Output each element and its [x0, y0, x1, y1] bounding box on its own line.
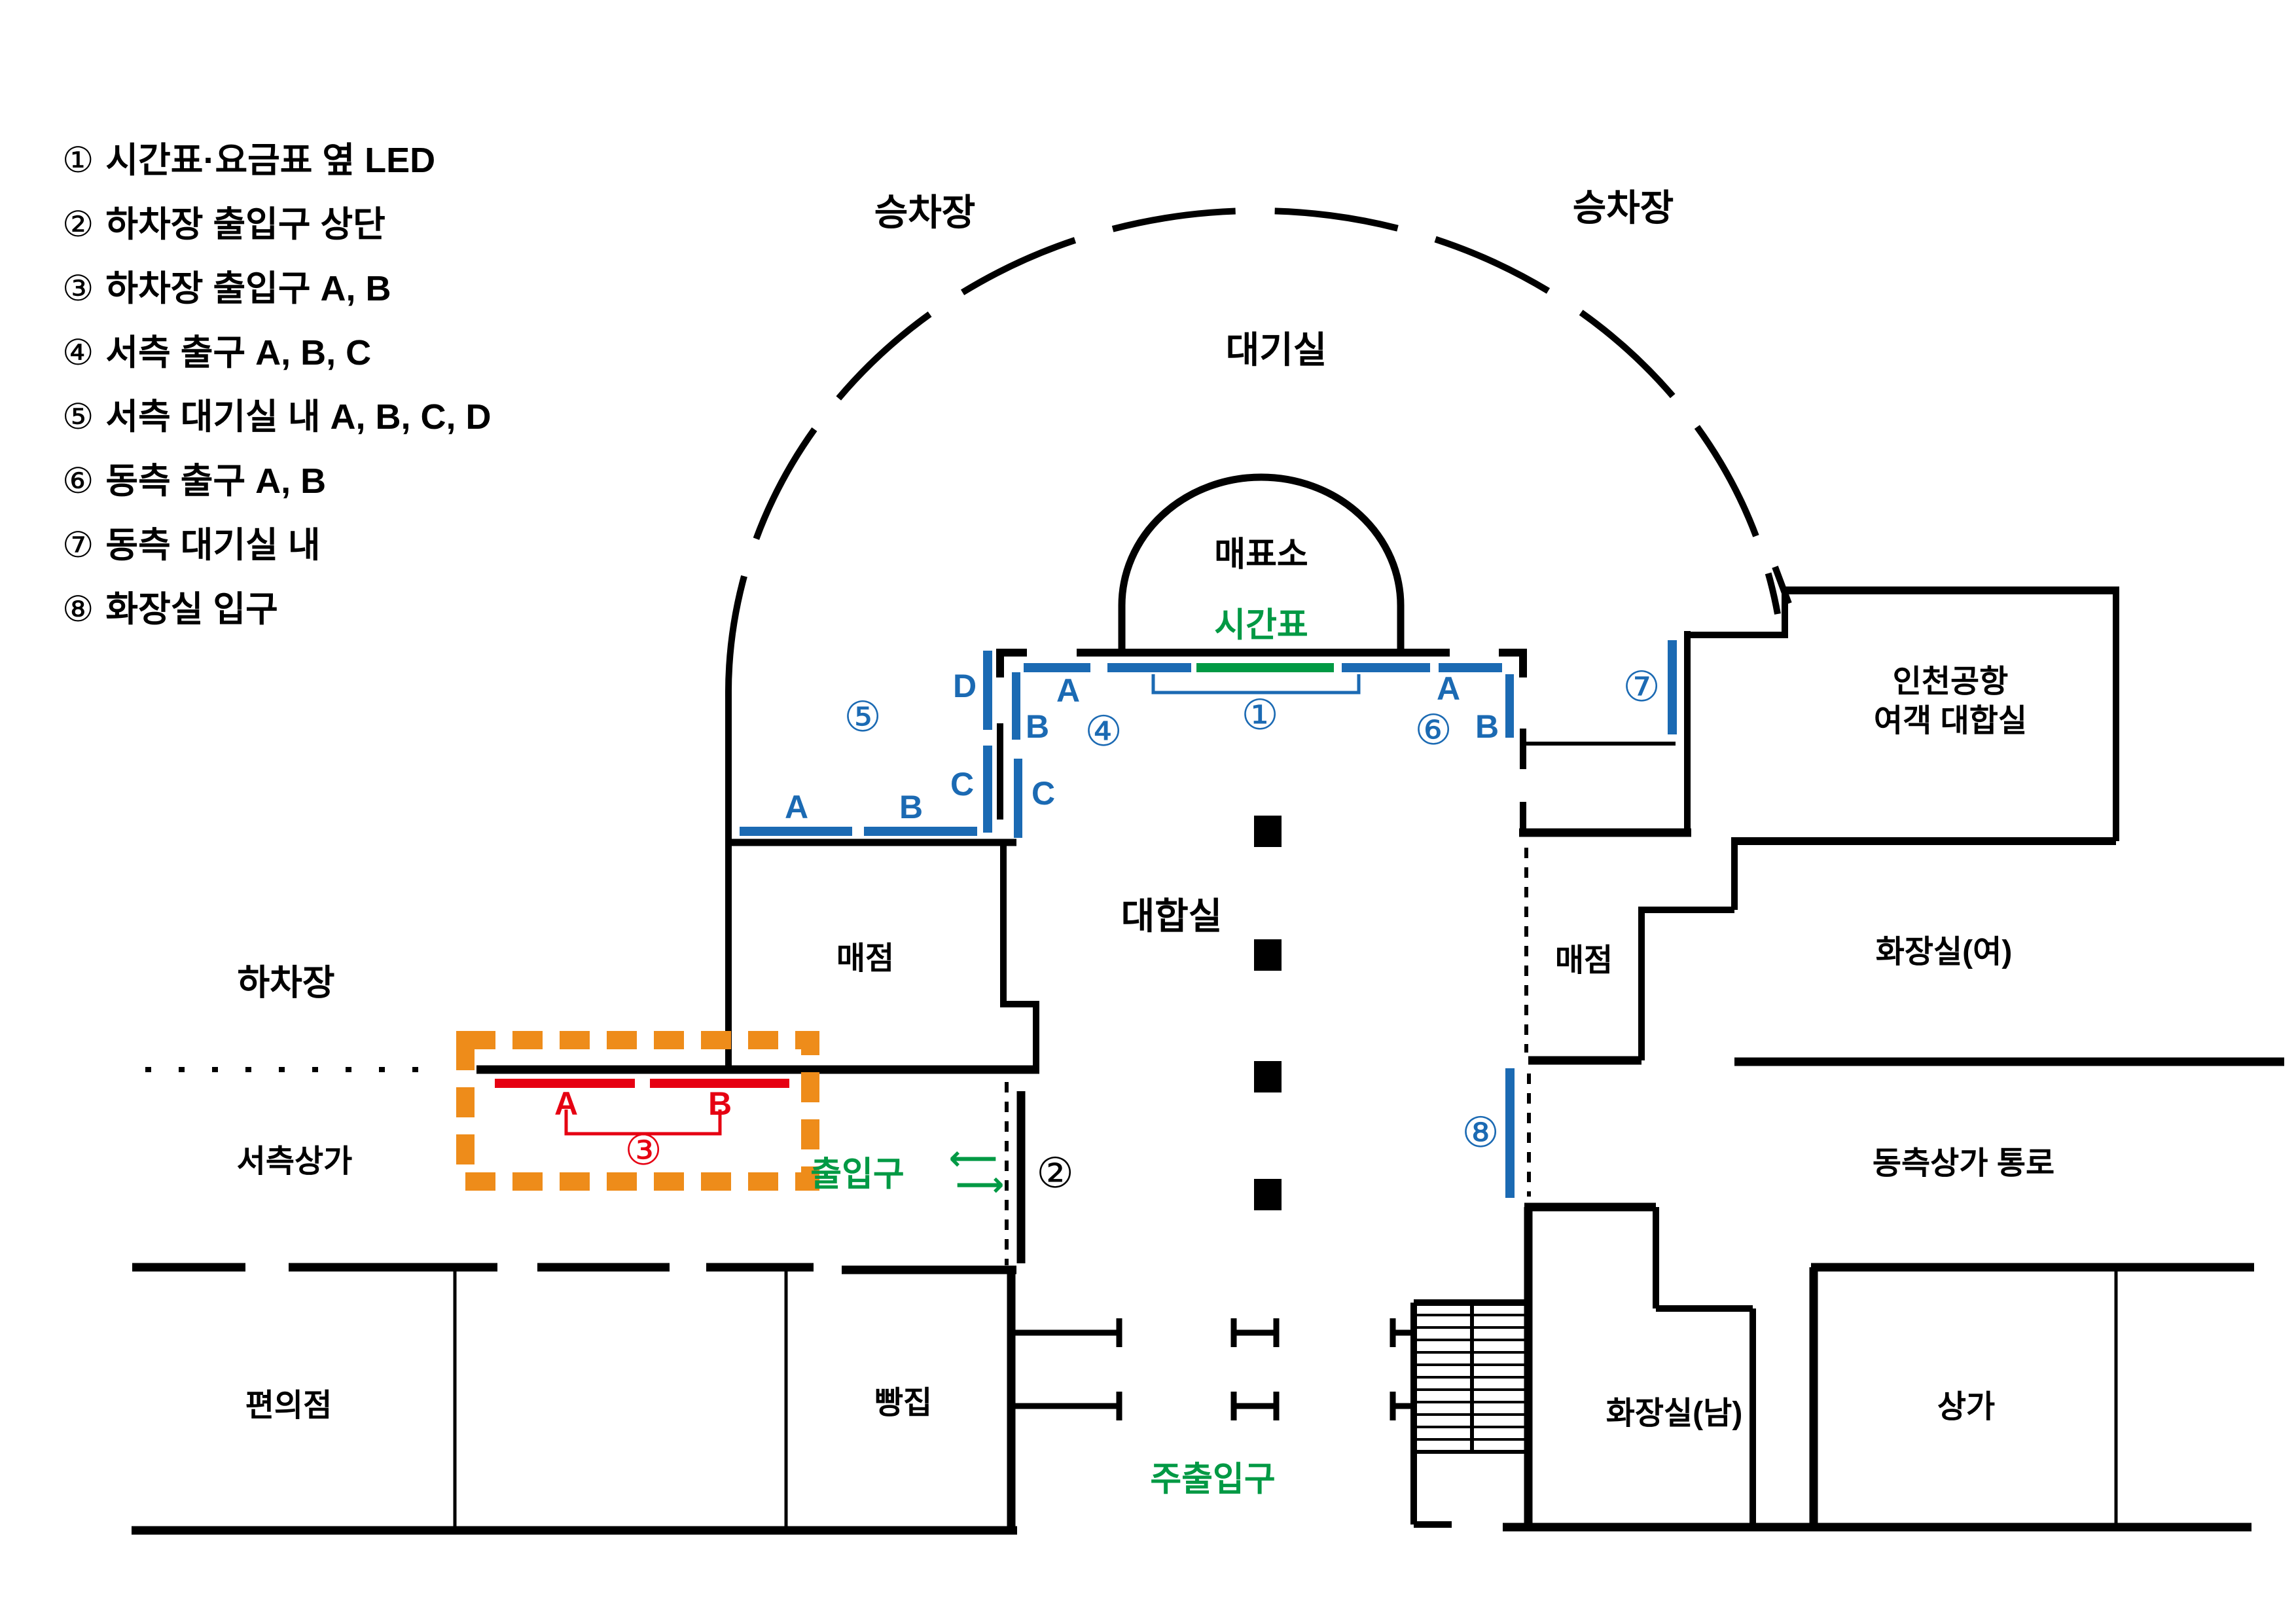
- dropoff-highlight-box: [456, 1031, 819, 1191]
- plan-marker-2: ②: [1036, 1149, 1074, 1198]
- area-kiosk-west: 매점: [836, 941, 895, 976]
- legend-item-3: ③ 하차장 출입구 A, B: [62, 259, 391, 311]
- plan-marker-6: ⑥: [1414, 706, 1452, 755]
- area-ticket-office: 매표소: [1214, 535, 1308, 574]
- area-east-corridor: 동측상가 통로: [1872, 1146, 2055, 1181]
- ticket-office-dome: [1118, 473, 1405, 652]
- letter-west-in-a: A: [784, 789, 809, 825]
- dropoff-a-led-bar: [495, 1079, 635, 1088]
- letter-east-exit-b: B: [1475, 708, 1499, 745]
- letter-dropoff-a: A: [554, 1085, 579, 1122]
- legend-num-1: ①: [62, 139, 94, 181]
- letter-west-in-c: C: [950, 766, 975, 803]
- marker1-bracket: [1151, 674, 1361, 695]
- plan-marker-4: ④: [1085, 708, 1122, 756]
- area-incheon-line2: 여객 대합실: [1873, 704, 2028, 738]
- plan-marker-1: ①: [1241, 691, 1279, 740]
- west-waiting-b-bar: [864, 827, 977, 836]
- side-entrance-arrow-right-icon: ⟶: [955, 1165, 1005, 1204]
- hall-pillars: [1254, 816, 1282, 1210]
- west-exit-b-led-bar: [1012, 672, 1020, 740]
- legend-num-3: ③: [62, 268, 94, 309]
- legend-num-4: ④: [62, 332, 94, 373]
- area-dropoff: 하차장: [237, 963, 335, 1003]
- area-incheon-line1: 인천공항: [1892, 664, 2009, 699]
- top-led-row: [1024, 663, 1502, 672]
- legend-num-7: ⑦: [62, 524, 94, 566]
- area-boarding-left: 승차장: [874, 192, 976, 233]
- timetable-left-led-bar: [1107, 663, 1191, 672]
- legend-item-8: ⑧ 화장실 입구: [62, 580, 278, 632]
- legend-num-2: ②: [62, 204, 94, 245]
- legend-text-2: 하차장 출입구 상단: [105, 205, 386, 244]
- label-main-entrance: 주출입구: [1150, 1460, 1276, 1499]
- platform-arc: [725, 207, 1781, 700]
- legend-text-8: 화장실 입구: [105, 590, 278, 629]
- legend-num-8: ⑧: [62, 588, 94, 630]
- legend-item-4: ④ 서측 출구 A, B, C: [62, 323, 371, 375]
- area-incheon-hall: 인천공항 여객 대합실: [1874, 662, 2027, 741]
- west-exit-a-led-bar: [1024, 663, 1090, 672]
- letter-dropoff-b: B: [708, 1085, 732, 1122]
- plan-marker-3: ③: [624, 1127, 662, 1175]
- area-toilet-men: 화장실(남): [1605, 1396, 1743, 1431]
- legend-item-7: ⑦ 동측 대기실 내: [62, 516, 321, 568]
- toilet-entrance-led-bar: [1505, 1068, 1515, 1198]
- west-waiting-c-bar: [983, 746, 992, 833]
- main-entrance-gates: [1011, 1318, 1414, 1420]
- east-exit-a-led-bar: [1439, 663, 1502, 672]
- letter-west-exit-a: A: [1056, 672, 1081, 709]
- west-exit-c-led-bar: [1014, 759, 1022, 838]
- legend-text-7: 동측 대기실 내: [105, 526, 321, 565]
- area-convenience: 편의점: [245, 1388, 332, 1423]
- area-boarding-right: 승차장: [1572, 187, 1674, 228]
- label-side-entrance: 출입구: [810, 1155, 905, 1194]
- letter-west-in-d: D: [952, 668, 977, 704]
- dropoff-b-led-bar: [650, 1079, 789, 1088]
- area-main-hall: 대합실: [1121, 895, 1223, 937]
- letter-west-exit-b: B: [1025, 708, 1050, 745]
- west-waiting-d-bar: [983, 651, 992, 730]
- legend-item-2: ② 하차장 출입구 상단: [62, 195, 386, 247]
- area-bakery: 빵집: [874, 1386, 933, 1420]
- plan-marker-5: ⑤: [844, 693, 882, 742]
- legend-item-1: ① 시간표·요금표 옆 LED: [62, 131, 435, 183]
- legend-num-5: ⑤: [62, 396, 94, 437]
- legend-text-6: 동측 출구 A, B: [105, 461, 327, 501]
- plan-marker-7: ⑦: [1623, 663, 1660, 712]
- area-toilet-women: 화장실(여): [1875, 935, 2013, 969]
- timetable-right-led-bar: [1342, 663, 1430, 672]
- legend-text-1: 시간표·요금표 옆 LED: [105, 141, 436, 180]
- area-west-shops: 서측상가: [236, 1144, 353, 1179]
- marker3-bracket: [564, 1110, 722, 1136]
- east-exit-b-led-bar: [1505, 674, 1514, 738]
- letter-east-exit-a: A: [1436, 670, 1461, 707]
- staircase: [1410, 1299, 1529, 1528]
- legend-text-5: 서측 대기실 내 A, B, C, D: [105, 397, 492, 437]
- side-entrance-arrow-left-icon: ⟵: [948, 1139, 998, 1178]
- letter-west-exit-c: C: [1031, 775, 1056, 812]
- legend-item-5: ⑤ 서측 대기실 내 A, B, C, D: [62, 388, 492, 439]
- plan-marker-8: ⑧: [1462, 1109, 1499, 1157]
- timetable-panel-bar: [1196, 663, 1334, 672]
- legend-text-4: 서측 출구 A, B, C: [105, 333, 372, 372]
- east-waiting-led-bar: [1668, 640, 1677, 734]
- label-timetable: 시간표: [1214, 606, 1308, 645]
- area-kiosk-east: 매점: [1554, 943, 1613, 978]
- area-shops: 상가: [1937, 1390, 1996, 1424]
- letter-west-in-b: B: [899, 789, 924, 825]
- legend-item-6: ⑥ 동측 출구 A, B: [62, 452, 326, 503]
- legend-num-6: ⑥: [62, 460, 94, 501]
- area-outer-waiting: 대기실: [1225, 329, 1327, 370]
- legend-text-3: 하차장 출입구 A, B: [105, 269, 391, 308]
- west-waiting-a-bar: [740, 827, 852, 836]
